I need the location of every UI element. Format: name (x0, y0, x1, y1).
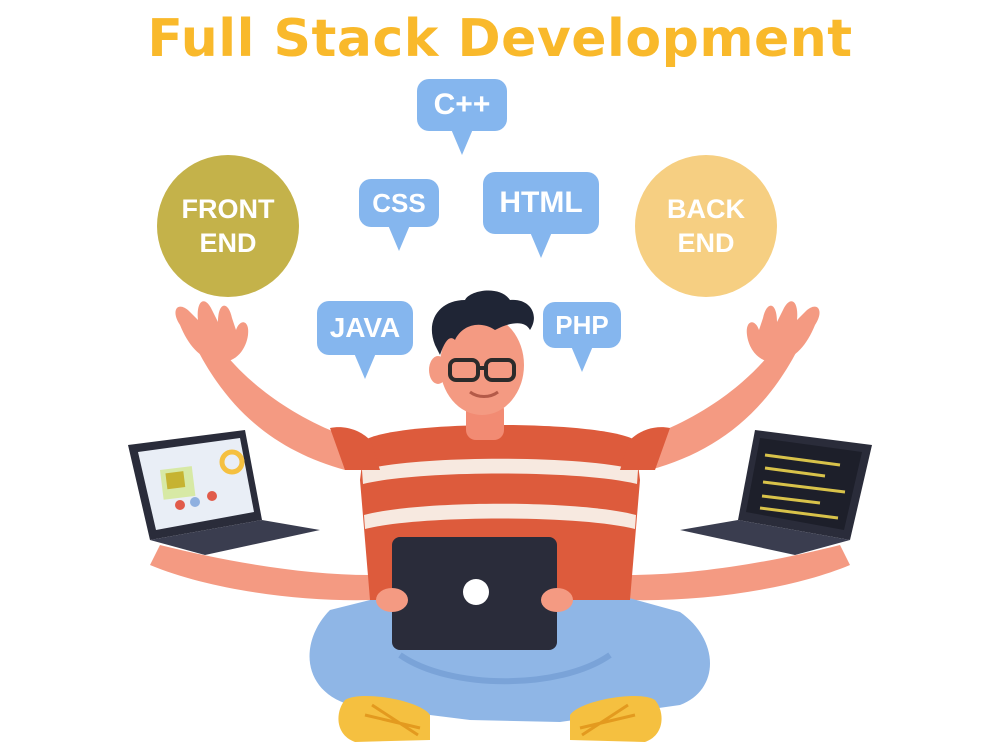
cpp-label: C++ (433, 88, 491, 121)
back-end-line1: BACK (667, 194, 745, 224)
right-raised-hand (746, 301, 820, 363)
php-bubble: PHP (543, 302, 621, 372)
front-end-circle: FRONT END (157, 155, 299, 297)
left-upper-arm (195, 320, 360, 470)
html-bubble: HTML (483, 172, 599, 258)
back-end-circle: BACK END (635, 155, 777, 297)
css-bubble: CSS (359, 179, 439, 251)
left-raised-hand (175, 301, 249, 363)
head (440, 315, 524, 415)
right-upper-arm (635, 320, 800, 470)
left-lower-arm (150, 545, 372, 601)
apple-logo-icon (463, 579, 489, 605)
back-end-line2: END (677, 228, 735, 258)
right-lower-arm (628, 545, 850, 601)
front-end-line1: FRONT (181, 194, 275, 224)
glasses-icon (448, 358, 516, 382)
java-label: JAVA (329, 312, 401, 343)
right-laptop (680, 430, 872, 555)
front-end-line2: END (199, 228, 257, 258)
php-label: PHP (555, 309, 609, 340)
css-label: CSS (372, 187, 426, 218)
hair (431, 290, 534, 355)
html-label: HTML (499, 186, 583, 219)
page-title: Full Stack Development (147, 9, 853, 69)
cpp-bubble: C++ (417, 79, 507, 155)
java-bubble: JAVA (317, 301, 413, 379)
left-laptop (128, 430, 320, 555)
